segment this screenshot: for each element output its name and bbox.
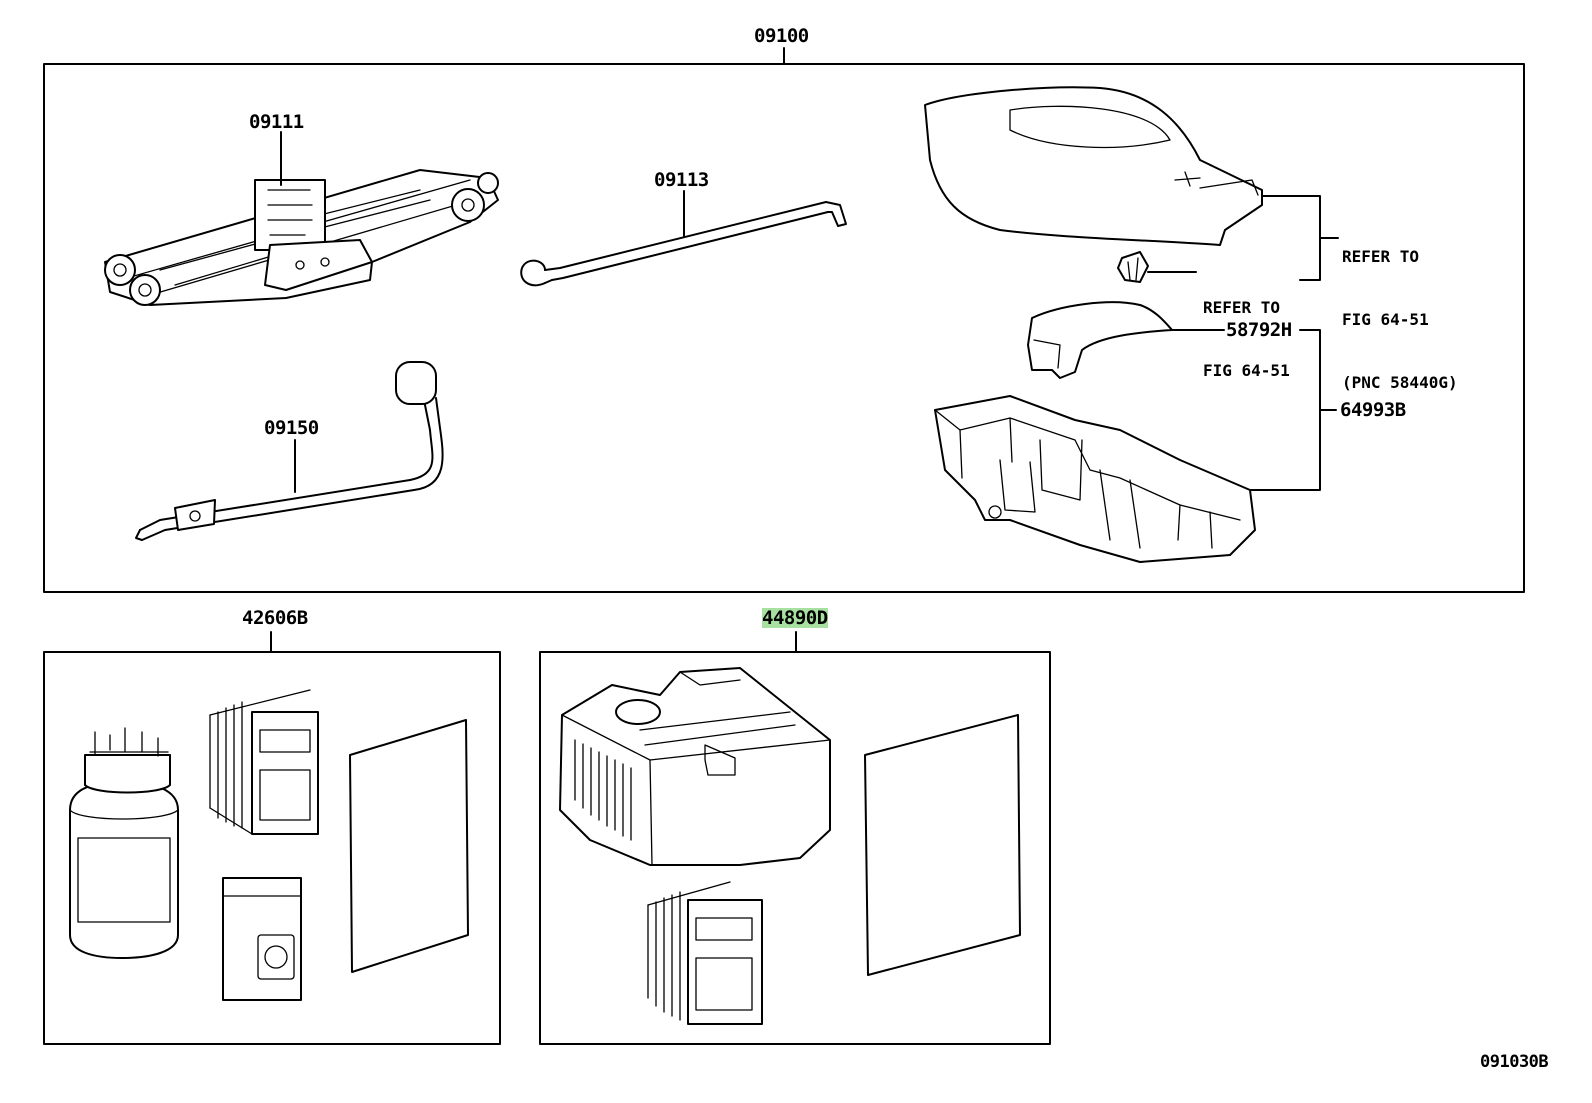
sticker-card-icon [222, 877, 302, 1001]
part-label-64993b[interactable]: 64993B [1340, 399, 1406, 421]
floor-cover-icon [924, 86, 1263, 246]
scissor-jack-icon [104, 169, 499, 306]
ref-a-line-2: FIG 64-51 [1342, 310, 1429, 329]
compressor-manual-icon [864, 714, 1021, 976]
jack-handle-icon [520, 201, 847, 287]
sealant-bottle-icon [69, 727, 179, 959]
ref-a-line-1: REFER TO [1342, 247, 1420, 266]
compressor-sheets-icon [647, 881, 763, 1025]
part-label-44890d[interactable]: 44890D [762, 607, 828, 629]
part-label-09150[interactable]: 09150 [264, 417, 319, 439]
tool-box-icon [934, 395, 1256, 563]
wheel-wrench-icon [135, 361, 444, 541]
reference-note-a: REFER TO FIG 64-51 (PNC 58440G) [1342, 204, 1458, 414]
ref-a-line-3: (PNC 58440G) [1342, 373, 1458, 392]
storage-cover-icon [1027, 301, 1173, 379]
clip-icon [1117, 251, 1149, 283]
part-label-09100[interactable]: 09100 [754, 25, 809, 47]
ref-b-line-1: REFER TO [1203, 298, 1281, 317]
figure-code: 091030B [1480, 1052, 1549, 1072]
air-compressor-icon [559, 667, 831, 866]
part-label-42606b[interactable]: 42606B [242, 607, 308, 629]
reference-note-b: REFER TO FIG 64-51 [1203, 255, 1290, 402]
part-label-09113[interactable]: 09113 [654, 169, 709, 191]
part-label-09111[interactable]: 09111 [249, 111, 304, 133]
ref-b-line-2: FIG 64-51 [1203, 361, 1290, 380]
instruction-sheets-icon [209, 689, 319, 835]
manual-sheet-icon [349, 719, 469, 973]
part-label-58792h[interactable]: 58792H [1226, 319, 1292, 341]
